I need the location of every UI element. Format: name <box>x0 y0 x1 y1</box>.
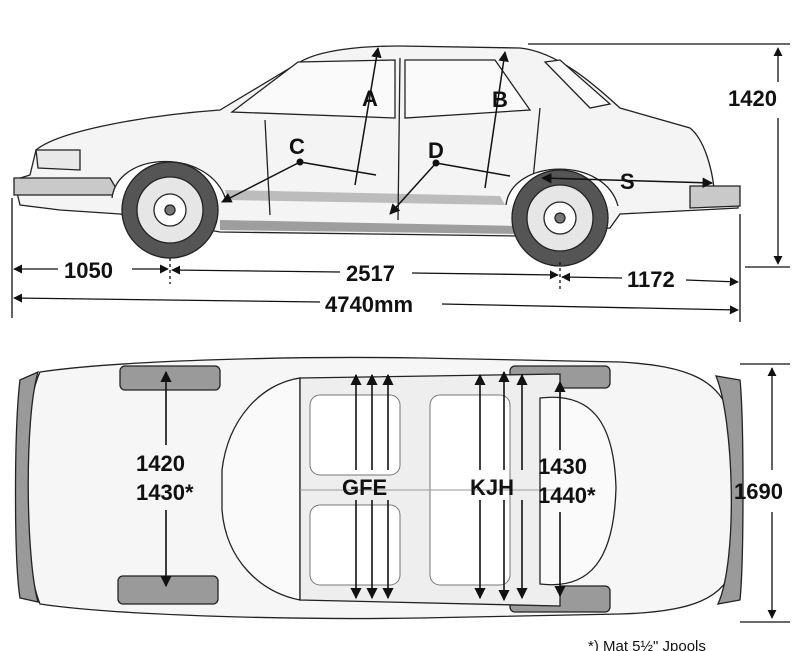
width-dimension-lines <box>740 363 790 623</box>
front-window <box>230 59 396 119</box>
label-c: C <box>289 134 305 159</box>
top-view-car <box>14 356 744 620</box>
front-track-label: 1420 <box>136 451 185 476</box>
side-view-car <box>13 45 741 267</box>
rear-window <box>404 59 532 119</box>
label-s: S <box>620 169 635 194</box>
measure-b-line <box>484 50 509 189</box>
label-a: A <box>362 86 378 111</box>
rear-interior-labels: KJH <box>470 475 514 500</box>
label-d: D <box>428 138 444 163</box>
rear-track-alt-label: 1440* <box>538 483 596 508</box>
side-view-measure-lines <box>221 46 714 215</box>
top-measure-lines-front <box>350 373 394 600</box>
top-measure-lines-rear <box>474 370 528 602</box>
label-b: B <box>492 87 508 112</box>
front-wheel <box>121 161 219 259</box>
footnote: *) Mat 5½" Jpools <box>588 638 706 651</box>
front-overhang-label: 1050 <box>64 258 113 283</box>
rear-track-label: 1430 <box>538 454 587 479</box>
height-label: 1420 <box>728 86 777 111</box>
overall-length-label: 4740mm <box>325 292 413 317</box>
rear-wheel <box>511 169 609 267</box>
length-dimension-lines <box>11 198 741 322</box>
front-track-alt-label: 1430* <box>136 480 194 505</box>
height-dimension-lines <box>528 43 790 268</box>
rear-overhang-label: 1172 <box>627 267 675 292</box>
width-label: 1690 <box>734 479 783 504</box>
measure-s-line <box>540 173 714 188</box>
wheelbase-label: 2517 <box>346 261 395 286</box>
front-interior-labels: GFE <box>342 475 387 500</box>
measure-a-line <box>354 46 382 186</box>
